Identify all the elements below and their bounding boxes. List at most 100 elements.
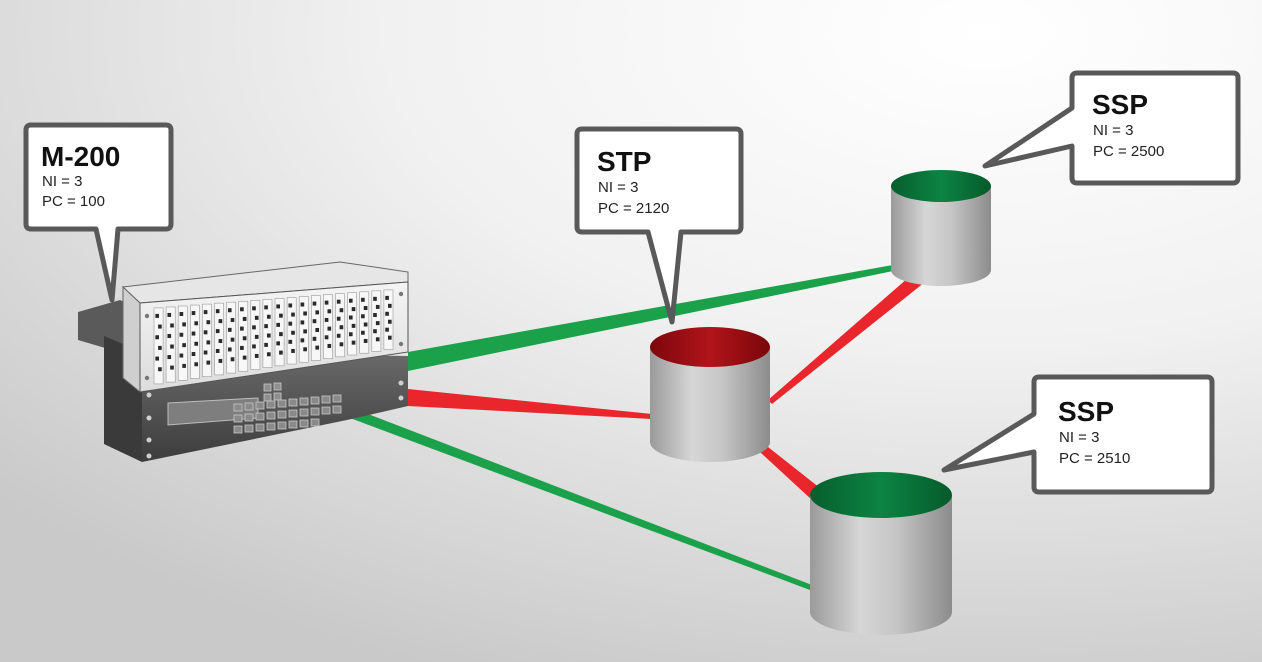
callout-stp-pc: PC = 2120 (598, 200, 669, 217)
rack-card-port (252, 325, 256, 330)
rack-card-port (324, 300, 329, 305)
rack-card-port (339, 325, 344, 330)
card-cage-side (122, 285, 141, 394)
chassis-screws (146, 380, 404, 459)
rack-card-port (375, 321, 380, 326)
rack-card-port (194, 362, 199, 367)
rack-card (383, 289, 394, 350)
callout-ssp-bottom-ni: NI = 3 (1059, 429, 1099, 446)
rack-card-port (203, 330, 208, 335)
links (350, 265, 925, 590)
rack-card-port (266, 314, 271, 319)
ssp-top-cylinder-body (891, 186, 991, 286)
rack-card-port (242, 336, 247, 341)
rack-card-port (351, 323, 356, 328)
rack-card-port (291, 330, 295, 335)
rack-card-port (254, 334, 259, 339)
rack-card-port (240, 326, 244, 331)
rack-card-port (327, 343, 332, 348)
callout-stp-bubble (574, 126, 744, 325)
rack-card-port (339, 342, 344, 347)
rack-card-port (215, 329, 220, 334)
rack-card-port (252, 306, 256, 311)
rack-card-port (312, 336, 317, 341)
rack-card-port (312, 301, 317, 306)
link-stp-ssp-top (768, 278, 925, 404)
ssp-bottom-cylinder-body (810, 495, 952, 635)
rack-card-port (276, 304, 281, 309)
rack-card-port (155, 335, 160, 340)
callout-ssp-bottom-title: SSP (1058, 396, 1114, 427)
rack-card-port (348, 298, 353, 303)
rack-card-port (288, 303, 293, 308)
rack-card-port (363, 322, 368, 327)
rack-card-port (182, 322, 186, 327)
rack-card-port (254, 353, 259, 358)
rack-card-port (155, 313, 160, 318)
rack-card-port (218, 339, 223, 344)
rack-card-port (167, 355, 172, 360)
callout-ssp-top: SSP NI = 3 PC = 2500 (982, 70, 1241, 186)
rack-card-port (303, 347, 307, 352)
callout-m200-title: M-200 (41, 141, 120, 172)
rack-card-port (191, 311, 196, 316)
link-m200-ssp-top (408, 265, 893, 371)
callout-ssp-bottom-bubble (941, 374, 1215, 495)
rack-card-port (288, 339, 293, 344)
rack-card-port (291, 348, 295, 353)
rack-card-port (242, 355, 247, 360)
card-slots (153, 289, 394, 385)
rack-card-port (252, 344, 256, 349)
rack-card-port (218, 358, 223, 363)
rack-card-port (170, 323, 174, 328)
rack-card-port (203, 350, 208, 355)
rack-card-port (385, 327, 389, 332)
callout-m200-ni: NI = 3 (42, 173, 82, 190)
rack-card-port (203, 310, 208, 315)
callout-ssp-top-pc: PC = 2500 (1093, 143, 1164, 160)
rack-card-port (230, 357, 235, 362)
rack-card-port (240, 345, 244, 350)
rack-card-port (324, 335, 329, 340)
rack-card-port (167, 334, 172, 339)
rack-card-port (240, 307, 244, 312)
ssp-top-database-node (891, 170, 991, 286)
callout-ssp-top-bubble (982, 70, 1241, 186)
rack-card-port (327, 326, 332, 331)
rack-card-port (179, 332, 184, 337)
ssp-top-cylinder-top (891, 170, 991, 202)
rack-card-port (227, 308, 232, 313)
rack-card-port (158, 324, 162, 329)
rack-card-port (336, 299, 341, 304)
rack-card-port (387, 319, 392, 324)
rack-card-port (373, 329, 377, 334)
rack-card-port (191, 352, 196, 357)
rack-card-port (361, 297, 365, 302)
rack-card-port (348, 332, 353, 337)
rack-card-port (279, 313, 283, 318)
rack-card-port (291, 312, 295, 317)
rack-card-port (312, 319, 317, 324)
rack-card-port (327, 309, 332, 314)
link-m200-ssp-bottom (350, 414, 812, 590)
callout-m200: M-200 NI = 3 PC = 100 (23, 122, 174, 303)
callout-stp: STP NI = 3 PC = 2120 (574, 126, 744, 325)
rack-card-port (206, 340, 211, 345)
rack-card (274, 298, 285, 367)
rack-card-port (179, 312, 184, 317)
rack-card-port (300, 302, 305, 307)
stp-database-node (650, 327, 770, 462)
rack-card-port (351, 340, 356, 345)
rack-card-port (279, 332, 283, 337)
stp-cylinder-top (650, 327, 770, 367)
rack-card-port (266, 352, 271, 357)
rack-card-port (227, 347, 232, 352)
rack-card-port (276, 322, 281, 327)
rack-card-port (266, 333, 271, 338)
callout-m200-bubble (23, 122, 174, 303)
rack-card-port (276, 341, 281, 346)
rack-card-port (206, 320, 211, 325)
device-button-row (233, 394, 342, 434)
rack-card-port (351, 307, 356, 312)
